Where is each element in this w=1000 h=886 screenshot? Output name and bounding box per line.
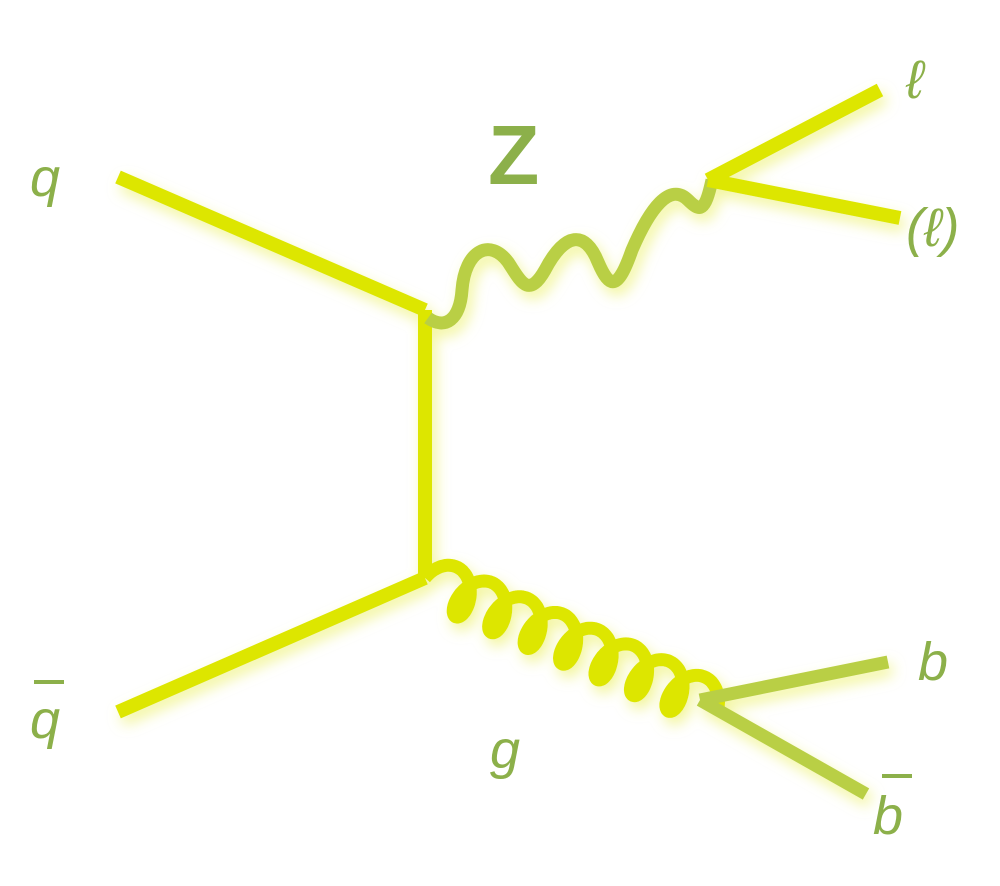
quark-line-q	[115, 170, 428, 317]
label-lepton-paren: (ℓ)	[906, 198, 959, 258]
label-z: Z	[488, 108, 539, 202]
lepton-line-l	[704, 83, 884, 187]
b-quark-line	[698, 655, 890, 707]
label-gluon: g	[490, 720, 520, 780]
label-bbar: b	[873, 786, 903, 846]
lepton-line-l-paren	[706, 173, 902, 225]
bbar-quark-line	[696, 694, 870, 800]
z-boson-wavy-line	[424, 178, 719, 330]
label-lepton: ℓ	[905, 50, 926, 110]
label-qbar: q	[30, 690, 60, 750]
antiquark-line-qbar	[115, 571, 428, 719]
label-q: q	[30, 148, 60, 208]
gluon-curly-line	[419, 558, 725, 718]
label-b: b	[918, 632, 948, 692]
